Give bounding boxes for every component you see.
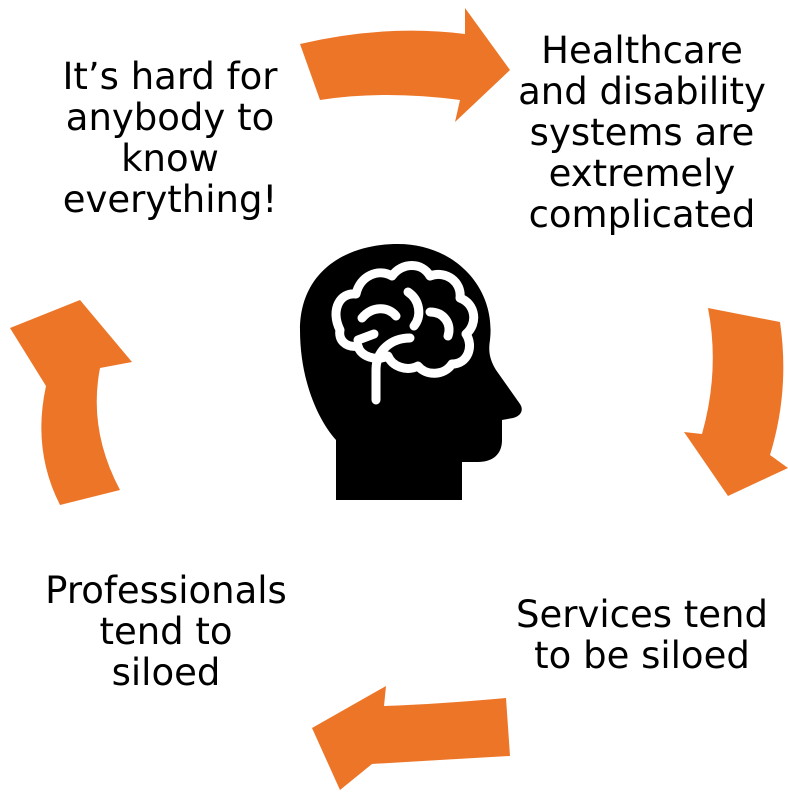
label-bottom-right: Services tend to be siloed — [516, 593, 768, 677]
label-top-right: Healthcare and disability systems are ex… — [518, 29, 766, 236]
arrow-top-right-icon — [300, 8, 510, 122]
brain-icon — [331, 261, 479, 405]
arrow-right-down-icon — [684, 308, 788, 496]
arrow-bottom-left-icon — [312, 686, 510, 790]
label-bottom-left: Professionals tend to siloed — [45, 569, 287, 694]
arrow-left-up-icon — [10, 300, 132, 505]
head-with-brain-icon — [300, 244, 522, 500]
label-top-left: It’s hard for anybody to know everything… — [62, 55, 278, 221]
